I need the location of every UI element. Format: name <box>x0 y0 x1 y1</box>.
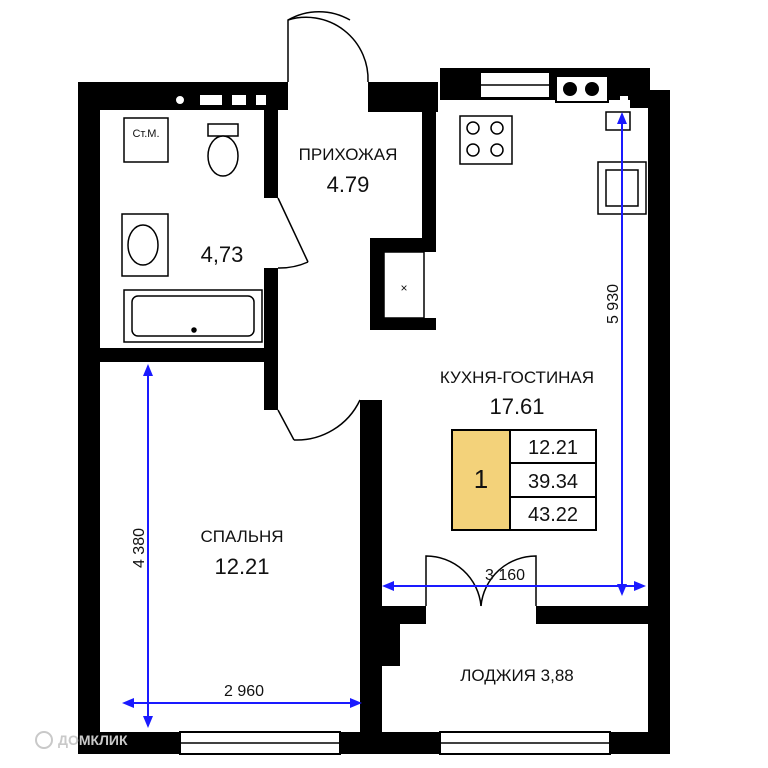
area-with-loggia: 43.22 <box>528 504 578 526</box>
vent-shaft-mark: × <box>400 281 407 295</box>
burner-icon <box>466 143 480 157</box>
toilet-bowl-icon <box>207 135 239 177</box>
wall-bath-hall-lower <box>264 268 278 410</box>
wall-left <box>78 82 100 754</box>
sink-basin-icon <box>127 224 159 266</box>
stove-icon <box>459 115 513 165</box>
bedroom-name: СПАЛЬНЯ <box>200 527 283 546</box>
dim-kitchen-height-label: 5 930 <box>605 284 622 324</box>
dim-bedroom-width-label: 2 960 <box>224 683 264 700</box>
toilet-tank-icon <box>207 123 239 137</box>
wall-niche-top <box>370 238 436 252</box>
hallway-area: 4.79 <box>327 172 370 197</box>
vent-icon <box>174 94 186 106</box>
bathroom-door-swing <box>277 261 309 269</box>
dim-kitchen-width-label: 3 160 <box>485 567 525 584</box>
total-area: 39.34 <box>528 471 578 493</box>
wall-loggia-left <box>382 606 400 666</box>
wall-top-hall <box>368 82 438 112</box>
watermark-text: ДОМКЛИК <box>58 732 128 748</box>
walls <box>78 68 670 754</box>
kitchen-living-area: 17.61 <box>489 394 544 419</box>
burner-icon <box>490 121 504 135</box>
bedroom-door[interactable] <box>277 409 295 441</box>
entrance-door-swing <box>287 16 369 83</box>
vent-slot-icon <box>620 96 628 104</box>
meter-icon <box>605 111 631 131</box>
burner-icon <box>490 143 504 157</box>
domclick-logo-icon <box>35 731 53 749</box>
vent-slot-icon <box>232 95 246 105</box>
wall-top-stub <box>266 82 288 110</box>
loggia-door-right[interactable] <box>480 555 537 607</box>
burner-icon <box>466 121 480 135</box>
bedroom-door-swing <box>293 399 361 441</box>
bathroom-door[interactable] <box>277 197 309 263</box>
washing-machine-label: Ст.М. <box>132 128 159 140</box>
doors <box>277 10 537 607</box>
watermark: ДОМКЛИК <box>35 731 128 749</box>
boiler-burner-icon <box>563 82 577 96</box>
boiler-burner-icon <box>585 82 599 96</box>
loggia-door-left[interactable] <box>425 555 482 607</box>
bathroom-area: 4,73 <box>201 242 244 267</box>
rooms-count: 1 <box>474 464 488 494</box>
kitchen-living-name: КУХНЯ-ГОСТИНАЯ <box>440 368 594 387</box>
bathtub-inner-icon <box>131 295 255 337</box>
wall-bath-hall-upper <box>264 110 278 198</box>
vent-slot-icon <box>256 95 266 105</box>
vents <box>174 75 628 106</box>
vent-slot-icon <box>200 95 222 105</box>
living-area-cell <box>509 429 597 464</box>
wall-bed-kitchen <box>360 400 382 732</box>
vent-shaft-icon <box>383 251 425 319</box>
bedroom-area: 12.21 <box>214 554 269 579</box>
windows <box>179 71 611 755</box>
rooms-count-cell <box>451 429 511 531</box>
wall-bath-bottom <box>100 348 276 362</box>
entrance-door[interactable] <box>287 10 351 82</box>
area-summary-table: 1 12.21 39.34 43.22 <box>451 429 597 531</box>
loggia-name: ЛОДЖИЯ 3,88 <box>460 666 574 685</box>
wall-hall-kitchen <box>422 110 436 252</box>
dimension-lines <box>122 112 646 728</box>
washing-machine-icon <box>123 117 169 163</box>
wall-top-right-corner <box>630 68 650 108</box>
wall-niche-left <box>370 238 384 330</box>
wall-right <box>648 90 670 754</box>
living-area: 12.21 <box>528 437 578 459</box>
dim-bedroom-height-label: 4 380 <box>131 528 148 568</box>
area-with-loggia-cell <box>509 496 597 531</box>
hallway-name: ПРИХОЖАЯ <box>299 145 398 164</box>
wall-loggia-top-right <box>536 606 670 624</box>
wall-niche-bottom <box>370 318 436 330</box>
